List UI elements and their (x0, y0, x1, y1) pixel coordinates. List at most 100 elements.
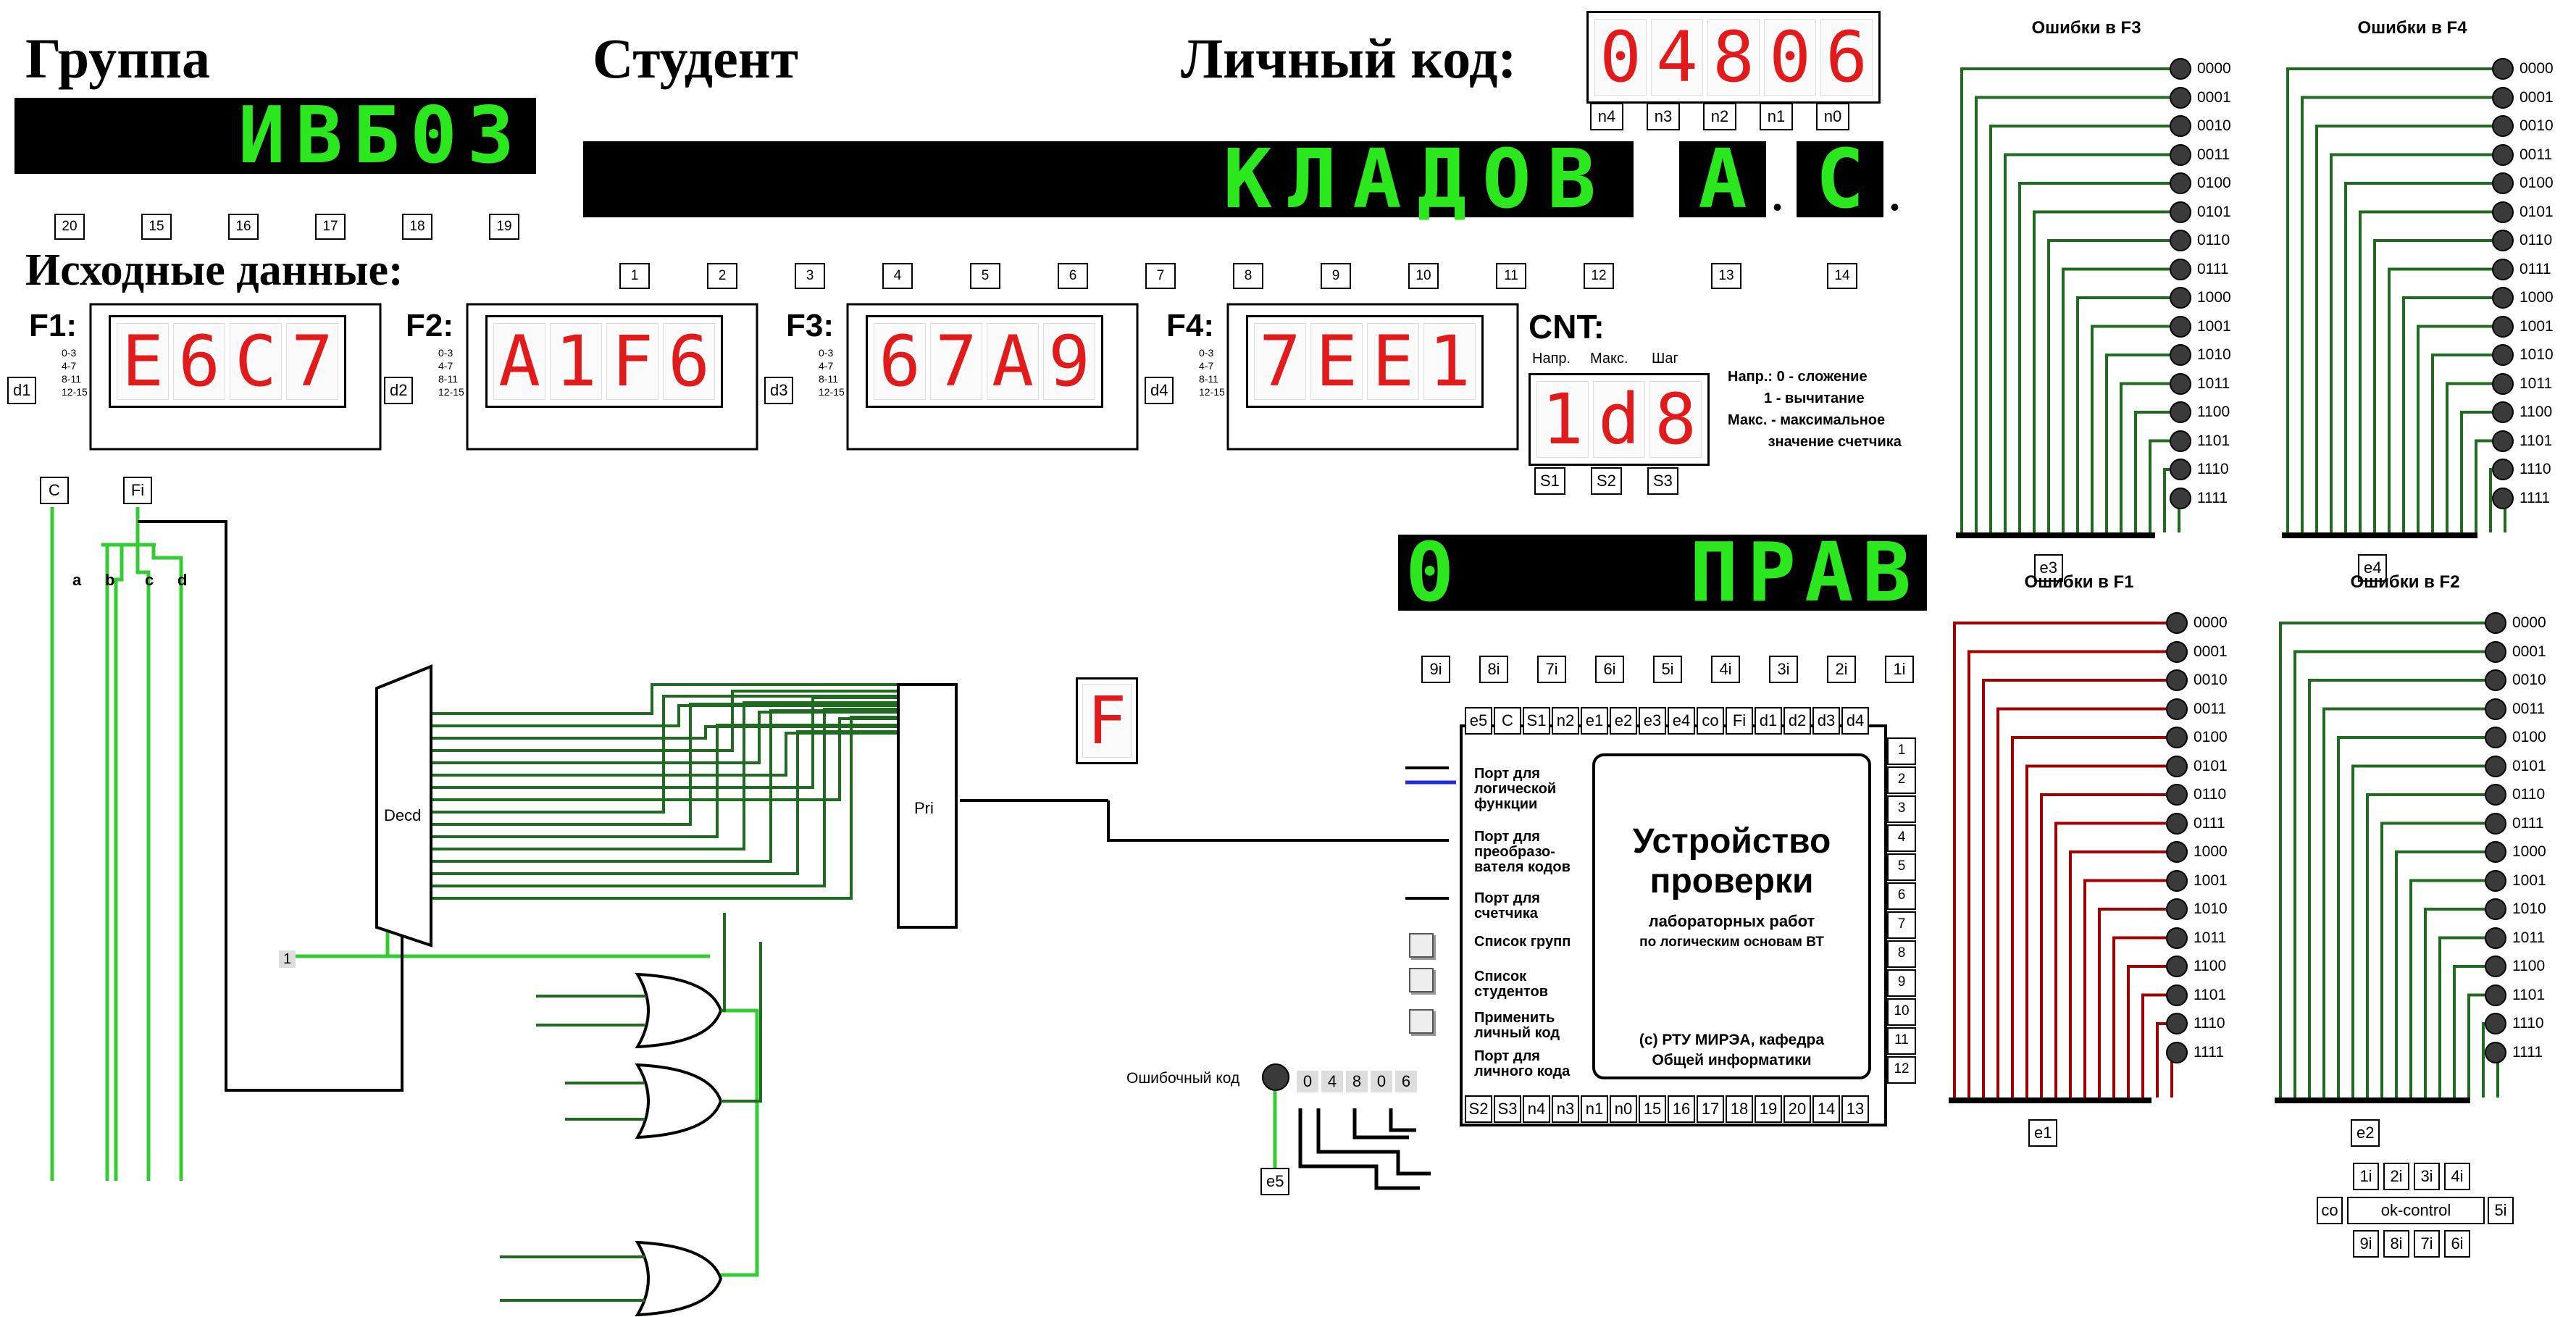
student-pin[interactable]: 6 (1058, 263, 1088, 289)
checker-top-pin[interactable]: C (1494, 707, 1521, 735)
student-initial-pin[interactable]: 14 (1827, 263, 1857, 289)
student-pin[interactable]: 3 (795, 263, 825, 289)
student-pin[interactable]: 4 (882, 263, 913, 289)
input-c[interactable]: C (40, 477, 69, 504)
checker-bottom-pin[interactable]: 19 (1755, 1095, 1782, 1123)
student-pin[interactable]: 7 (1145, 263, 1176, 289)
checker-right-pin[interactable]: 8 (1887, 940, 1916, 968)
ok-control-pin[interactable]: 9i (2353, 1230, 2379, 1258)
checker-top-pin[interactable]: e2 (1610, 707, 1637, 735)
cnt-pin[interactable]: S3 (1647, 467, 1678, 495)
checker-top-pin[interactable]: e3 (1639, 707, 1666, 735)
checker-top-pin[interactable]: d2 (1783, 707, 1811, 735)
group-pin[interactable]: 17 (315, 214, 346, 240)
checker-top-pin[interactable]: e5 (1465, 707, 1492, 735)
group-pin[interactable]: 19 (489, 214, 519, 240)
personal-code-pin[interactable]: n4 (1590, 103, 1623, 130)
function-input-pin[interactable]: d4 (1145, 377, 1174, 404)
student-pin[interactable]: 2 (707, 263, 737, 289)
error-code-pin[interactable]: e5 (1260, 1168, 1290, 1195)
result-pin[interactable]: 6i (1595, 656, 1624, 683)
checker-right-pin[interactable]: 11 (1887, 1027, 1916, 1055)
ok-control-pin[interactable]: 2i (2383, 1163, 2409, 1190)
student-pin[interactable]: 10 (1408, 263, 1439, 289)
checker-bottom-pin[interactable]: n3 (1552, 1095, 1579, 1123)
result-pin[interactable]: 5i (1653, 656, 1682, 683)
result-pin[interactable]: 9i (1421, 656, 1450, 683)
checker-bottom-pin[interactable]: n1 (1581, 1095, 1608, 1123)
checker-right-pin[interactable]: 1 (1887, 737, 1916, 765)
function-input-pin[interactable]: d2 (384, 377, 414, 404)
checker-bottom-pin[interactable]: 13 (1841, 1095, 1869, 1123)
checker-top-pin[interactable]: S1 (1523, 707, 1550, 735)
checker-bottom-pin[interactable]: 18 (1726, 1095, 1753, 1123)
checker-right-pin[interactable]: 6 (1887, 882, 1916, 910)
student-pin[interactable]: 8 (1233, 263, 1263, 289)
personal-code-pin[interactable]: n2 (1703, 103, 1736, 130)
student-pin[interactable]: 11 (1496, 263, 1526, 289)
function-input-pin[interactable]: d1 (7, 377, 37, 404)
student-initial-pin[interactable]: 13 (1711, 263, 1741, 289)
student-pin[interactable]: 1 (619, 263, 650, 289)
result-pin[interactable]: 3i (1769, 656, 1798, 683)
checker-bottom-pin[interactable]: n0 (1610, 1095, 1637, 1123)
checker-right-pin[interactable]: 12 (1887, 1056, 1916, 1084)
ok-control-pin[interactable]: 8i (2383, 1230, 2409, 1258)
checker-top-pin[interactable]: co (1697, 707, 1724, 735)
student-pin[interactable]: 5 (970, 263, 1000, 289)
student-pin[interactable]: 12 (1584, 263, 1614, 289)
ok-control-pin[interactable]: 1i (2353, 1163, 2379, 1190)
ok-control-pin[interactable]: 5i (2488, 1197, 2514, 1224)
checker-top-pin[interactable]: d3 (1812, 707, 1840, 735)
personal-code-pin[interactable]: n3 (1647, 103, 1680, 130)
result-pin[interactable]: 2i (1827, 656, 1856, 683)
group-pin[interactable]: 16 (228, 214, 259, 240)
result-pin[interactable]: 1i (1885, 656, 1914, 683)
error-panel-pin[interactable]: e4 (2358, 554, 2388, 582)
cnt-pin[interactable]: S2 (1591, 467, 1622, 495)
checker-right-pin[interactable]: 3 (1887, 795, 1916, 823)
group-pin[interactable]: 15 (141, 214, 172, 240)
input-fi[interactable]: Fi (123, 477, 152, 504)
error-panel-pin[interactable]: e3 (2033, 554, 2063, 582)
group-pin[interactable]: 20 (54, 214, 85, 240)
checker-top-pin[interactable]: n2 (1552, 707, 1579, 735)
result-pin[interactable]: 4i (1711, 656, 1740, 683)
error-panel-pin[interactable]: e1 (2028, 1119, 2058, 1147)
checker-right-pin[interactable]: 10 (1887, 998, 1916, 1026)
checker-top-pin[interactable]: d4 (1841, 707, 1869, 735)
checker-bottom-pin[interactable]: n4 (1523, 1095, 1550, 1123)
checker-right-pin[interactable]: 4 (1887, 824, 1916, 852)
ok-control-pin[interactable]: 6i (2444, 1230, 2470, 1258)
ok-control-pin[interactable]: co (2317, 1197, 2343, 1224)
group-pin[interactable]: 18 (402, 214, 432, 240)
result-pin[interactable]: 8i (1479, 656, 1508, 683)
checker-action-button[interactable] (1409, 968, 1434, 992)
ok-control-pin[interactable]: 7i (2414, 1230, 2440, 1258)
checker-action-button[interactable] (1409, 1009, 1434, 1034)
checker-bottom-pin[interactable]: S2 (1465, 1095, 1492, 1123)
checker-top-pin[interactable]: e4 (1668, 707, 1695, 735)
function-input-pin[interactable]: d3 (764, 377, 794, 404)
checker-bottom-pin[interactable]: 16 (1668, 1095, 1695, 1123)
ok-control-pin[interactable]: 4i (2444, 1163, 2470, 1190)
result-pin[interactable]: 7i (1537, 656, 1566, 683)
student-pin[interactable]: 9 (1321, 263, 1351, 289)
personal-code-pin[interactable]: n0 (1816, 103, 1849, 130)
checker-bottom-pin[interactable]: 20 (1783, 1095, 1811, 1123)
error-panel-pin[interactable]: e2 (2351, 1119, 2380, 1147)
checker-bottom-pin[interactable]: 17 (1697, 1095, 1724, 1123)
checker-bottom-pin[interactable]: S3 (1494, 1095, 1521, 1123)
checker-bottom-pin[interactable]: 14 (1812, 1095, 1840, 1123)
checker-top-pin[interactable]: e1 (1581, 707, 1608, 735)
checker-right-pin[interactable]: 2 (1887, 766, 1916, 794)
checker-right-pin[interactable]: 7 (1887, 911, 1916, 939)
checker-right-pin[interactable]: 9 (1887, 969, 1916, 997)
ok-control-pin[interactable]: 3i (2414, 1163, 2440, 1190)
checker-top-pin[interactable]: d1 (1755, 707, 1782, 735)
checker-action-button[interactable] (1409, 933, 1434, 958)
checker-right-pin[interactable]: 5 (1887, 853, 1916, 881)
cnt-pin[interactable]: S1 (1534, 467, 1565, 495)
checker-bottom-pin[interactable]: 15 (1639, 1095, 1666, 1123)
checker-top-pin[interactable]: Fi (1726, 707, 1753, 735)
